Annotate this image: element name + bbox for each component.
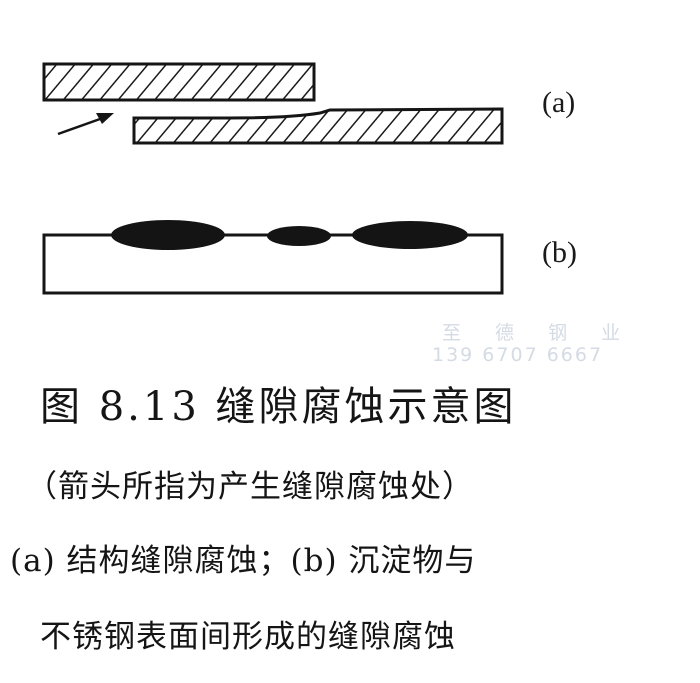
caption-line-3: 不锈钢表面间形成的缝隙腐蚀 (40, 619, 456, 655)
watermark-phone: 139 6707 6667 (432, 344, 604, 366)
crevice-corrosion-diagram (42, 62, 504, 295)
watermark-company: 至 德 钢 业 (442, 322, 635, 344)
figure-title: 图 8.13 缝隙腐蚀示意图 (40, 384, 517, 430)
crevice-arrow (57, 113, 114, 136)
upper-plate (42, 62, 316, 102)
deposit-2 (267, 226, 331, 246)
label-b: (b) (542, 236, 577, 269)
label-a: (a) (542, 86, 576, 119)
caption-line-2: (a) 结构缝隙腐蚀；(b) 沉淀物与 (10, 543, 477, 579)
deposit-3 (352, 221, 468, 249)
caption-note: （箭头所指为产生缝隙腐蚀处） (26, 469, 474, 505)
deposit-1 (111, 220, 225, 250)
lower-plate (132, 107, 504, 145)
